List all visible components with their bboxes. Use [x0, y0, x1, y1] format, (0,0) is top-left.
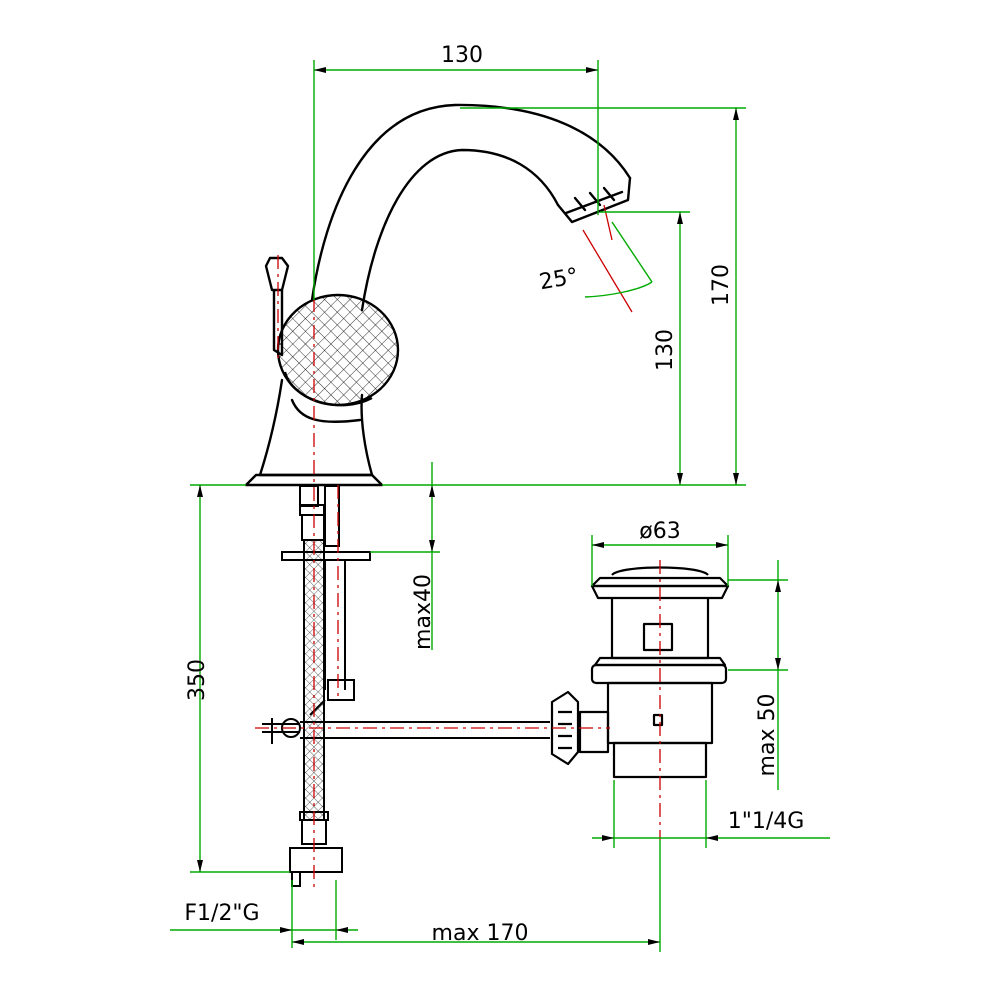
dim-rod-length: max 170	[432, 921, 529, 946]
popup-waste	[550, 566, 730, 779]
dimension-lines	[170, 60, 830, 952]
dim-waste-height: max 50	[755, 694, 780, 777]
dim-supply-length: 350	[185, 659, 210, 701]
dim-supply-thread: F1/2"G	[184, 901, 259, 926]
dim-total-height: 170	[709, 264, 734, 306]
supply-assembly	[262, 485, 550, 887]
dim-spray-angle: 25°	[537, 264, 580, 295]
dim-deck-thickness: max40	[411, 574, 436, 650]
cartridge-head	[276, 293, 400, 407]
dim-waste-diameter: ø63	[639, 519, 680, 544]
aerator	[556, 176, 632, 224]
dim-spout-height: 130	[653, 329, 678, 371]
spout-inner	[360, 148, 560, 312]
rod-knob	[550, 690, 580, 766]
faucet-body	[244, 103, 632, 487]
lever-handle	[264, 256, 290, 357]
dim-waste-thread: 1"1/4G	[728, 809, 805, 834]
centerlines	[255, 204, 661, 890]
dim-spout-reach: 130	[441, 43, 483, 68]
dimension-arrows	[197, 67, 781, 945]
spout-outer	[310, 103, 632, 302]
